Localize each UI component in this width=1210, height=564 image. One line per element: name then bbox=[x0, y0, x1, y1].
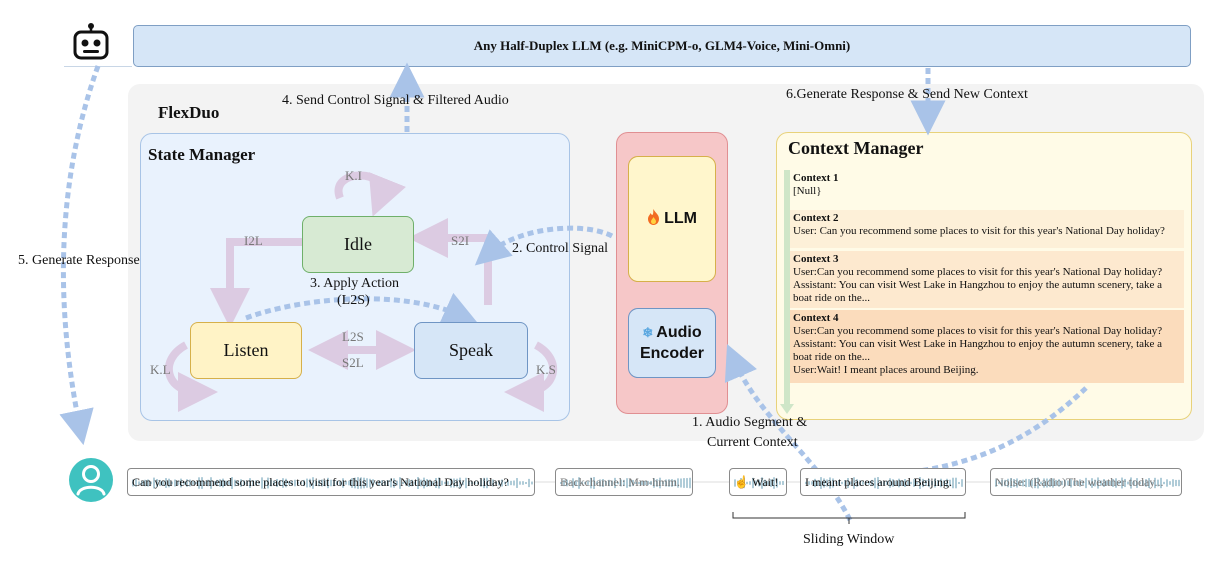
utterance-question-text: Can you recommend some places to visit f… bbox=[132, 474, 509, 489]
sliding-window-label: Sliding Window bbox=[803, 532, 895, 547]
waveform bbox=[734, 477, 784, 489]
i2l-label: I2L bbox=[244, 233, 263, 248]
speak-state-label: Speak bbox=[449, 340, 493, 360]
audio-segment-arrow bbox=[724, 343, 853, 522]
half-duplex-llm-label: Any Half-Duplex LLM (e.g. MiniCPM-o, GLM… bbox=[473, 38, 851, 53]
control-signal-label: 2. Control Signal bbox=[512, 241, 609, 256]
control-signal-arrow bbox=[474, 225, 614, 266]
audio-segment-label-1: 1. Audio Segment & bbox=[692, 415, 808, 430]
waveform bbox=[132, 477, 533, 489]
context-feed-arrow bbox=[869, 386, 1088, 481]
utterance-question: Can you recommend some places to visit f… bbox=[127, 468, 535, 496]
utterance-backchannel: Backchannel: Mm-hmm. bbox=[555, 468, 693, 496]
speak-state: Speak bbox=[414, 322, 528, 379]
utterance-beijing-text: I meant places around Beijing. bbox=[805, 474, 952, 489]
listen-state: Listen bbox=[190, 322, 302, 379]
send-control-label: 4. Send Control Signal & Filtered Audio bbox=[282, 93, 509, 108]
idle-state: Idle bbox=[302, 216, 414, 273]
audio-encoder-line2: Encoder bbox=[639, 345, 704, 362]
robot-icon bbox=[72, 22, 110, 62]
apply-action-arrow bbox=[245, 292, 478, 325]
audio-encoder-box: ❄ Audio Encoder bbox=[628, 308, 716, 378]
kl-loop-arrow bbox=[164, 341, 218, 412]
utterance-noise: Noise: (Radio)The weather today... bbox=[990, 468, 1182, 496]
fire-icon bbox=[647, 208, 660, 230]
idle-state-label: Idle bbox=[344, 234, 372, 254]
waveform bbox=[805, 477, 963, 489]
context-progress-head bbox=[780, 404, 794, 414]
llm-box: LLM bbox=[628, 156, 716, 282]
context-4-line-1: User:Can you recommend some places to vi… bbox=[793, 325, 1163, 337]
context-2-header: Context 2 bbox=[793, 212, 839, 224]
context-4-header: Context 4 bbox=[793, 312, 839, 324]
generate-send-label: 6.Generate Response & Send New Context bbox=[786, 87, 1028, 102]
state-manager-title: State Manager bbox=[148, 145, 256, 164]
utterance-wait-text: Wait! bbox=[751, 474, 779, 489]
utterance-noise-text: Noise: (Radio)The weather today... bbox=[995, 474, 1164, 489]
flexduo-title: FlexDuo bbox=[158, 103, 220, 122]
apply-action-label: 3. Apply Action bbox=[310, 276, 400, 291]
context-1-header: Context 1 bbox=[793, 172, 839, 184]
l2s-label: L2S bbox=[342, 329, 364, 344]
pointing-hand-icon: ☝ bbox=[734, 474, 749, 489]
half-duplex-llm-bar: Any Half-Duplex LLM (e.g. MiniCPM-o, GLM… bbox=[133, 25, 1191, 67]
snowflake-icon: ❄ bbox=[642, 325, 654, 340]
context-3-line-1: User:Can you recommend some places to vi… bbox=[793, 266, 1163, 278]
context-2-line-1: User: Can you recommend some places to v… bbox=[793, 225, 1165, 237]
llm-label: LLM bbox=[664, 210, 697, 227]
s2l-label: S2L bbox=[342, 355, 364, 370]
generate-response-label: 5. Generate Response bbox=[18, 253, 140, 268]
listen-state-label: Listen bbox=[223, 340, 269, 360]
context-4-line-2: Assistant: You can visit West Lake in Ha… bbox=[793, 338, 1163, 363]
audio-segment-label-2: Current Context bbox=[707, 435, 798, 450]
generate-response-arrow bbox=[59, 65, 101, 446]
apply-action-sub-label: (L2S) bbox=[337, 293, 370, 308]
waveform bbox=[995, 477, 1180, 489]
context-4: Context 4 User:Can you recommend some pl… bbox=[790, 310, 1184, 383]
context-3: Context 3 User:Can you recommend some pl… bbox=[790, 251, 1184, 308]
context-4-line-3: User:Wait! I meant places around Beijing… bbox=[793, 364, 979, 376]
utterance-backchannel-text: Backchannel: Mm-hmm. bbox=[560, 474, 680, 489]
context-3-line-2: Assistant: You can visit West Lake in Ha… bbox=[793, 279, 1163, 304]
context-1: Context 1 [Null} bbox=[790, 170, 1184, 202]
s2i-label: S2I bbox=[451, 233, 470, 248]
i2l-arrow bbox=[210, 238, 302, 328]
ks-label: K.S bbox=[536, 362, 556, 377]
waveform bbox=[560, 477, 691, 489]
context-2: Context 2 User: Can you recommend some p… bbox=[790, 210, 1184, 248]
utterance-wait: ☝ Wait! bbox=[729, 468, 787, 496]
utterance-beijing: I meant places around Beijing. bbox=[800, 468, 966, 496]
ks-loop-arrow bbox=[504, 341, 558, 412]
context-1-line-1: [Null} bbox=[793, 185, 822, 197]
context-manager-title: Context Manager bbox=[788, 138, 924, 158]
ki-label: K.I bbox=[345, 168, 362, 183]
kl-label: K.L bbox=[150, 362, 171, 377]
audio-encoder-line1: Audio bbox=[656, 324, 702, 341]
flow-arrows bbox=[59, 62, 1088, 522]
ki-loop-arrow bbox=[334, 171, 406, 217]
user-avatar-icon bbox=[68, 457, 114, 503]
context-3-header: Context 3 bbox=[793, 253, 839, 265]
